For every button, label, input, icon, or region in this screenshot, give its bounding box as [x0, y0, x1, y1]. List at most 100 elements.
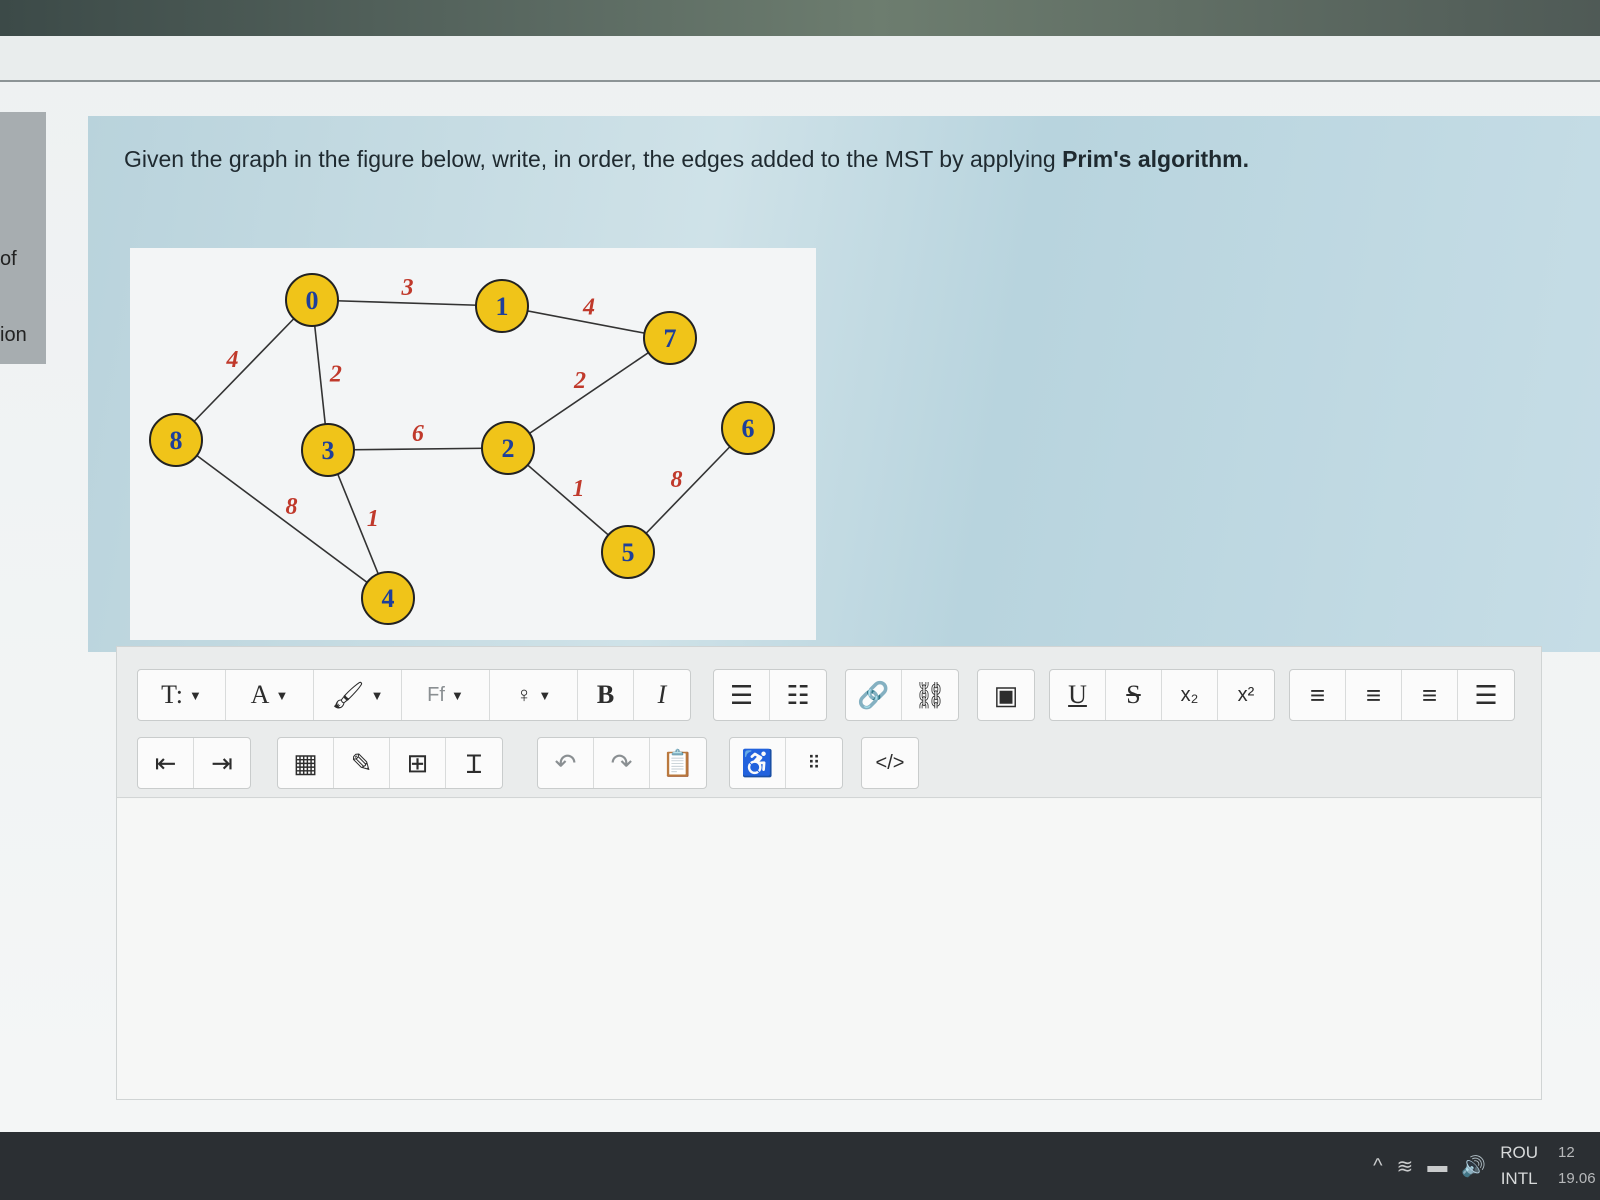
graph-edge-3-2 — [327, 447, 509, 451]
align-right-button[interactable]: ≡ — [1402, 670, 1458, 720]
volume-icon[interactable]: 🔊 — [1461, 1155, 1487, 1178]
left-nav-card[interactable] — [0, 112, 46, 364]
graph-node-3 — [301, 423, 355, 477]
underline-button[interactable]: U — [1050, 670, 1106, 720]
clock[interactable]: 12 19.06 — [1558, 1140, 1600, 1192]
align-center-icon: ≡ — [1365, 679, 1382, 710]
battery-icon[interactable]: ▬ — [1427, 1154, 1448, 1177]
paste-button[interactable]: 📋 — [650, 738, 706, 788]
html-source-button[interactable]: </> — [862, 738, 918, 788]
node-label-2: 2 — [502, 434, 515, 463]
answer-editor[interactable]: T:▼ A▼ 🖌▼ Ff▼ ♀▼ B I — [116, 646, 1542, 1100]
table-icon: ⊞ — [406, 747, 429, 778]
strikethrough-button[interactable]: S — [1106, 670, 1162, 720]
background-color-button[interactable]: 🖌▼ — [314, 670, 402, 720]
monitor-bezel — [0, 0, 1600, 40]
node-label-6: 6 — [742, 414, 755, 443]
redo-button[interactable]: ↷ — [594, 738, 650, 788]
undo-button[interactable]: ↶ — [538, 738, 594, 788]
calculator-icon: ▦ — [293, 747, 318, 778]
numbered-list-icon: ☷ — [786, 679, 810, 710]
bullet-list-icon: ☰ — [729, 679, 754, 710]
graph-edge-1-7 — [501, 305, 671, 339]
indent-group: ⇤ ⇥ — [137, 737, 251, 789]
italic-button[interactable]: I — [634, 670, 690, 720]
clipboard-icon: 📋 — [661, 747, 695, 778]
font-color-button[interactable]: A▼ — [226, 670, 314, 720]
undo-icon: ↶ — [554, 747, 577, 778]
graph-node-4 — [361, 571, 415, 625]
font-family-button[interactable]: Ff ▼ — [402, 670, 490, 720]
editor-toolbar: T:▼ A▼ 🖌▼ Ff▼ ♀▼ B I — [117, 647, 1541, 798]
edge-weight-0-8: 4 — [226, 347, 239, 373]
unordered-list-button[interactable]: ☰ — [714, 670, 770, 720]
underline-label: U — [1068, 680, 1087, 709]
superscript-button[interactable]: x² — [1218, 670, 1274, 720]
subscript-label: x₂ — [1180, 683, 1199, 706]
wifi-icon[interactable]: ≋ — [1396, 1155, 1414, 1178]
bold-button[interactable]: B — [578, 670, 634, 720]
insert-link-button[interactable]: 🔗 — [846, 670, 902, 720]
font-size-button[interactable]: ♀▼ — [490, 670, 578, 720]
graph-node-8 — [149, 413, 203, 467]
chevron-up-icon[interactable]: ^ — [1373, 1154, 1383, 1177]
paragraph-style-label: T: — [161, 680, 183, 709]
caret-down-icon: ▼ — [370, 687, 384, 703]
taskbar: ^ ≋ ▬ 🔊 ROU INTL 12 19.06 — [0, 1132, 1600, 1200]
paragraph-style-button[interactable]: T:▼ — [138, 670, 226, 720]
equation-editor-button[interactable]: ▦ — [278, 738, 334, 788]
subscript-button[interactable]: x₂ — [1162, 670, 1218, 720]
align-justify-button[interactable]: ☰ — [1458, 670, 1514, 720]
media-group: ▣ — [977, 669, 1035, 721]
caret-down-icon: ▼ — [275, 687, 289, 703]
question-bold-term: Prim's algorithm. — [1062, 146, 1250, 172]
insert-image-button[interactable]: ▣ — [978, 670, 1034, 720]
caret-down-icon: ▼ — [538, 687, 552, 703]
superscript-label: x² — [1237, 683, 1255, 706]
editor-content-area[interactable] — [117, 799, 1541, 1099]
node-label-0: 0 — [306, 286, 319, 315]
insert-table-button[interactable]: ⊞ — [390, 738, 446, 788]
outdent-button[interactable]: ⇤ — [138, 738, 194, 788]
edge-weight-0-3: 2 — [329, 361, 342, 387]
system-tray: ^ ≋ ▬ 🔊 ROU INTL 12 19.06 — [1373, 1132, 1600, 1200]
edge-weight-8-4: 8 — [286, 494, 298, 520]
question-panel: Given the graph in the figure below, wri… — [88, 116, 1600, 652]
clock-time: 12 — [1558, 1144, 1575, 1161]
ordered-list-button[interactable]: ☷ — [770, 670, 826, 720]
align-center-button[interactable]: ≡ — [1346, 670, 1402, 720]
node-label-1: 1 — [496, 292, 509, 321]
edge-weight-3-4: 1 — [367, 506, 379, 532]
font-family-label: Ff — [427, 683, 445, 706]
language-indicator[interactable]: ROU INTL — [1500, 1140, 1538, 1192]
graph-edge-0-8 — [175, 299, 313, 441]
edge-weight-0-1: 3 — [401, 275, 414, 301]
align-group: ≡ ≡ ≡ ☰ — [1289, 669, 1515, 721]
question-prefix: Given the graph in the figure below, wri… — [124, 146, 1063, 172]
graph-node-2 — [481, 421, 535, 475]
screenreader-helper-button[interactable]: ⠿ — [786, 738, 842, 788]
accessibility-checker-button[interactable]: ♿ — [730, 738, 786, 788]
indent-button[interactable]: ⇥ — [194, 738, 250, 788]
graph-edge-5-6 — [627, 427, 749, 553]
graph-node-0 — [285, 273, 339, 327]
unlink-icon: ⛓ — [913, 679, 947, 710]
unlink-button[interactable]: ⛓ — [902, 670, 958, 720]
align-right-icon: ≡ — [1421, 679, 1438, 710]
insert-char-button[interactable]: Ɪ — [446, 738, 502, 788]
language-code: ROU — [1500, 1143, 1538, 1162]
text-cursor-icon: Ɪ — [466, 750, 482, 779]
accessibility-group: ♿ ⠿ — [729, 737, 843, 789]
list-group: ☰ ☷ — [713, 669, 827, 721]
edge-weight-3-2: 6 — [412, 421, 424, 447]
manage-files-button[interactable]: ✎ — [334, 738, 390, 788]
link-icon: 🔗 — [857, 679, 890, 710]
align-left-button[interactable]: ≡ — [1290, 670, 1346, 720]
edge-weight-1-7: 4 — [582, 294, 595, 320]
browser-screen: of ion Given the graph in the figure bel… — [0, 36, 1600, 1132]
graph-edge-0-1 — [311, 299, 503, 307]
caret-down-icon: ▼ — [450, 687, 464, 703]
outdent-icon: ⇤ — [154, 747, 177, 778]
format-group: T:▼ A▼ 🖌▼ Ff▼ ♀▼ B I — [137, 669, 691, 721]
